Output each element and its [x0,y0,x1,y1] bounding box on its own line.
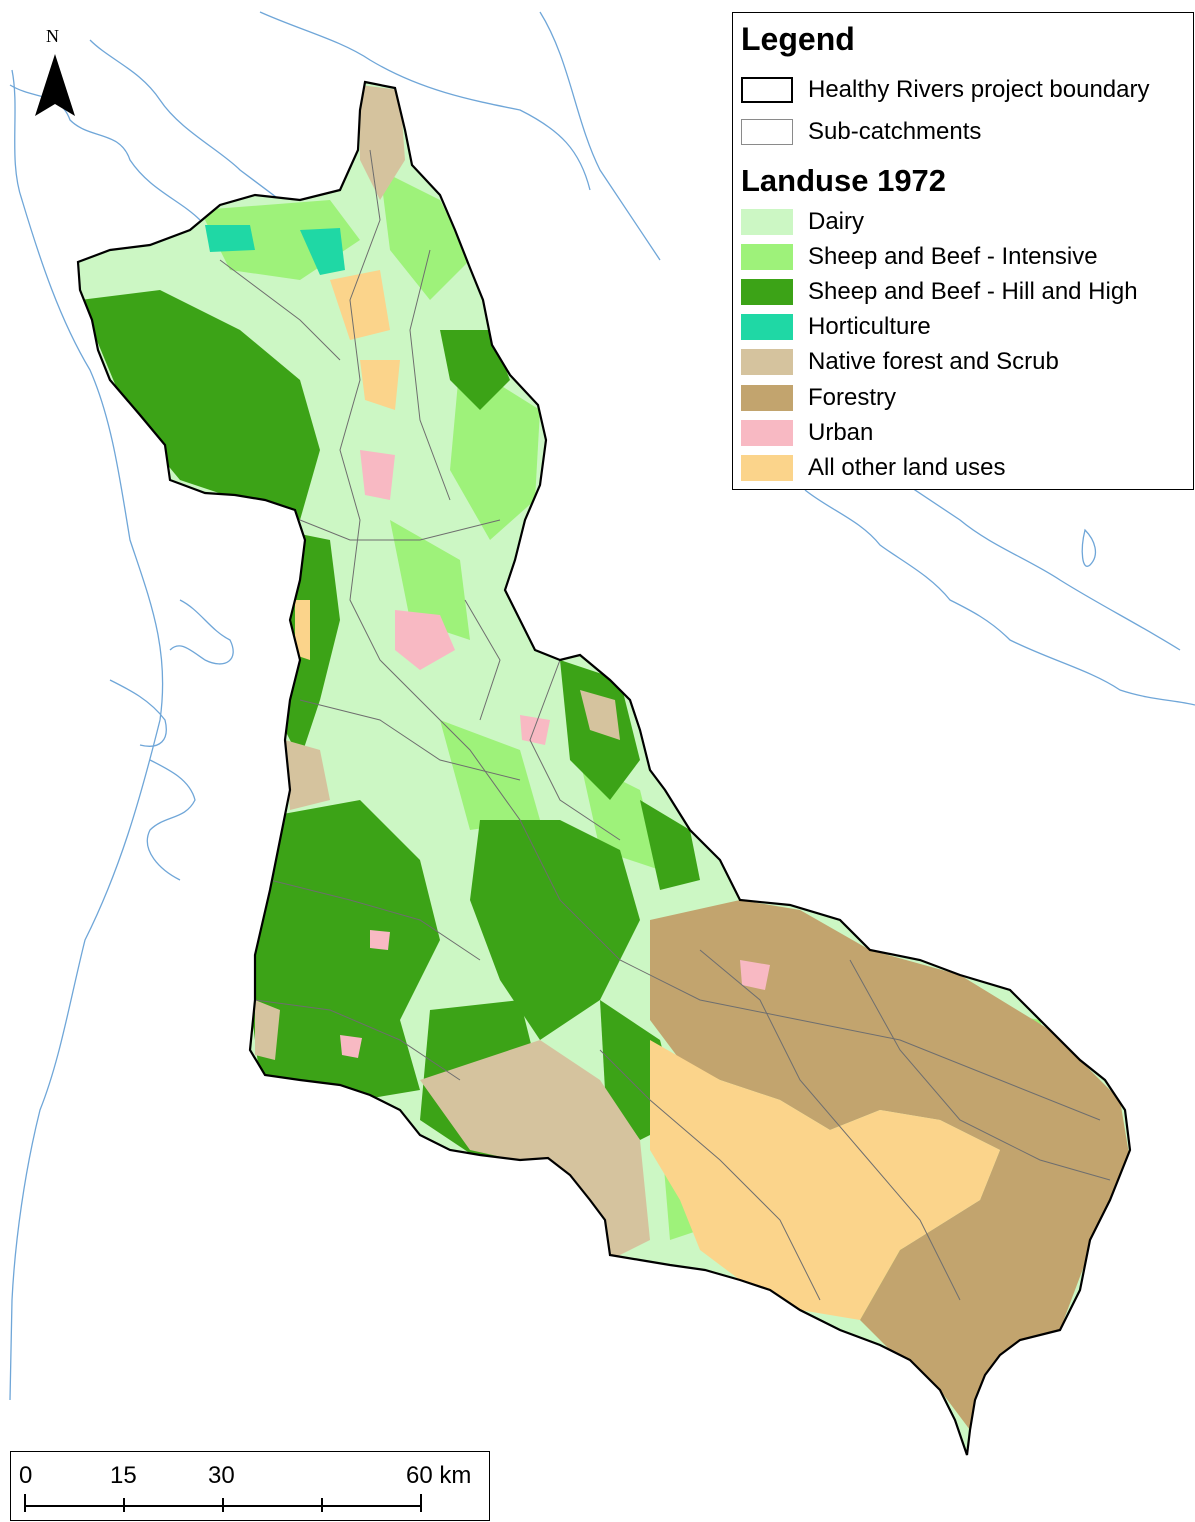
color-swatch [741,314,793,340]
land-use-native-sw [285,740,330,810]
legend-landuse-title: Landuse 1972 [741,163,947,198]
east-coast-bay [869,459,1181,651]
legend-label: Healthy Rivers project boundary [808,76,1150,103]
land-use-urban-4 [740,960,770,990]
land-use-intensive-ne [380,170,470,300]
west-lagoon [109,679,167,747]
land-use-layer [78,82,1130,1455]
land-use-urban-3 [520,715,550,745]
legend-label: Sub-catchments [808,118,982,145]
land-use-hill-central [470,820,640,1040]
legend-label: Dairy [808,208,865,235]
land-use-urban-5 [370,930,390,950]
land-use-urban-2 [360,450,395,500]
land-use-hill-ridge [640,800,700,890]
legend-label: Native forest and Scrub [808,348,1059,375]
scale-label-30: 30 [208,1462,235,1489]
north-coast [259,11,591,191]
map-legend: Legend Healthy Rivers project boundary S… [732,12,1194,490]
land-use-horticulture-1 [205,225,255,252]
legend-title: Legend [741,21,855,57]
color-swatch [741,279,793,305]
land-use-native-w [255,1000,280,1060]
land-use-urban-hamilton [395,610,455,670]
sub-catchment-swatch [741,119,793,145]
west-harbour-inlet-1 [169,599,234,665]
scale-label-0: 0 [19,1462,33,1489]
land-use-forestry-east [650,900,1130,1430]
sub-catchment-lines [219,149,1111,1301]
scale-bar: 0 15 30 60 km [10,1451,490,1521]
firth-coast-east [804,489,1195,706]
north-arrow-icon [35,54,75,116]
land-use-other-central [330,270,390,340]
legend-label: Forestry [808,384,897,411]
legend-label: Urban [808,419,874,446]
land-use-other-central2 [360,360,400,410]
east-bay-islands [1081,528,1097,567]
land-use-native-east [580,690,620,740]
scale-label-60km: 60 km [406,1462,472,1489]
color-swatch [741,349,793,375]
color-swatch [741,420,793,446]
land-use-hill-ne [440,330,510,410]
firth-coast-west [539,11,661,261]
land-use-other-w [295,600,310,660]
color-swatch [741,385,793,411]
land-use-hill-sw [245,800,440,1100]
land-use-hill-west [80,290,320,520]
land-use-native-north [360,85,405,200]
land-use-other-se [650,1040,1000,1320]
color-swatch [741,244,793,270]
land-use-intensive-east [450,360,540,540]
color-swatch [741,455,793,481]
west-harbour-inlet-2 [146,759,196,881]
color-swatch [741,209,793,235]
land-use-horticulture-2 [300,228,345,275]
land-use-urban-6 [340,1035,362,1058]
coastline-features [9,11,1195,1401]
boundary-swatch [741,77,793,103]
land-use-intensive-mid [390,520,470,640]
west-coastline [9,69,164,1401]
legend-label: Sheep and Beef - Hill and High [808,278,1138,305]
scale-ruler [24,1494,422,1512]
northwest-estuary [89,39,301,216]
north-letter: N [46,26,59,46]
legend-label: All other land uses [808,454,1006,481]
scale-label-15: 15 [110,1462,137,1489]
legend-label: Horticulture [808,313,931,340]
land-use-intensive-south [440,720,540,830]
legend-label: Sheep and Beef - Intensive [808,243,1098,270]
